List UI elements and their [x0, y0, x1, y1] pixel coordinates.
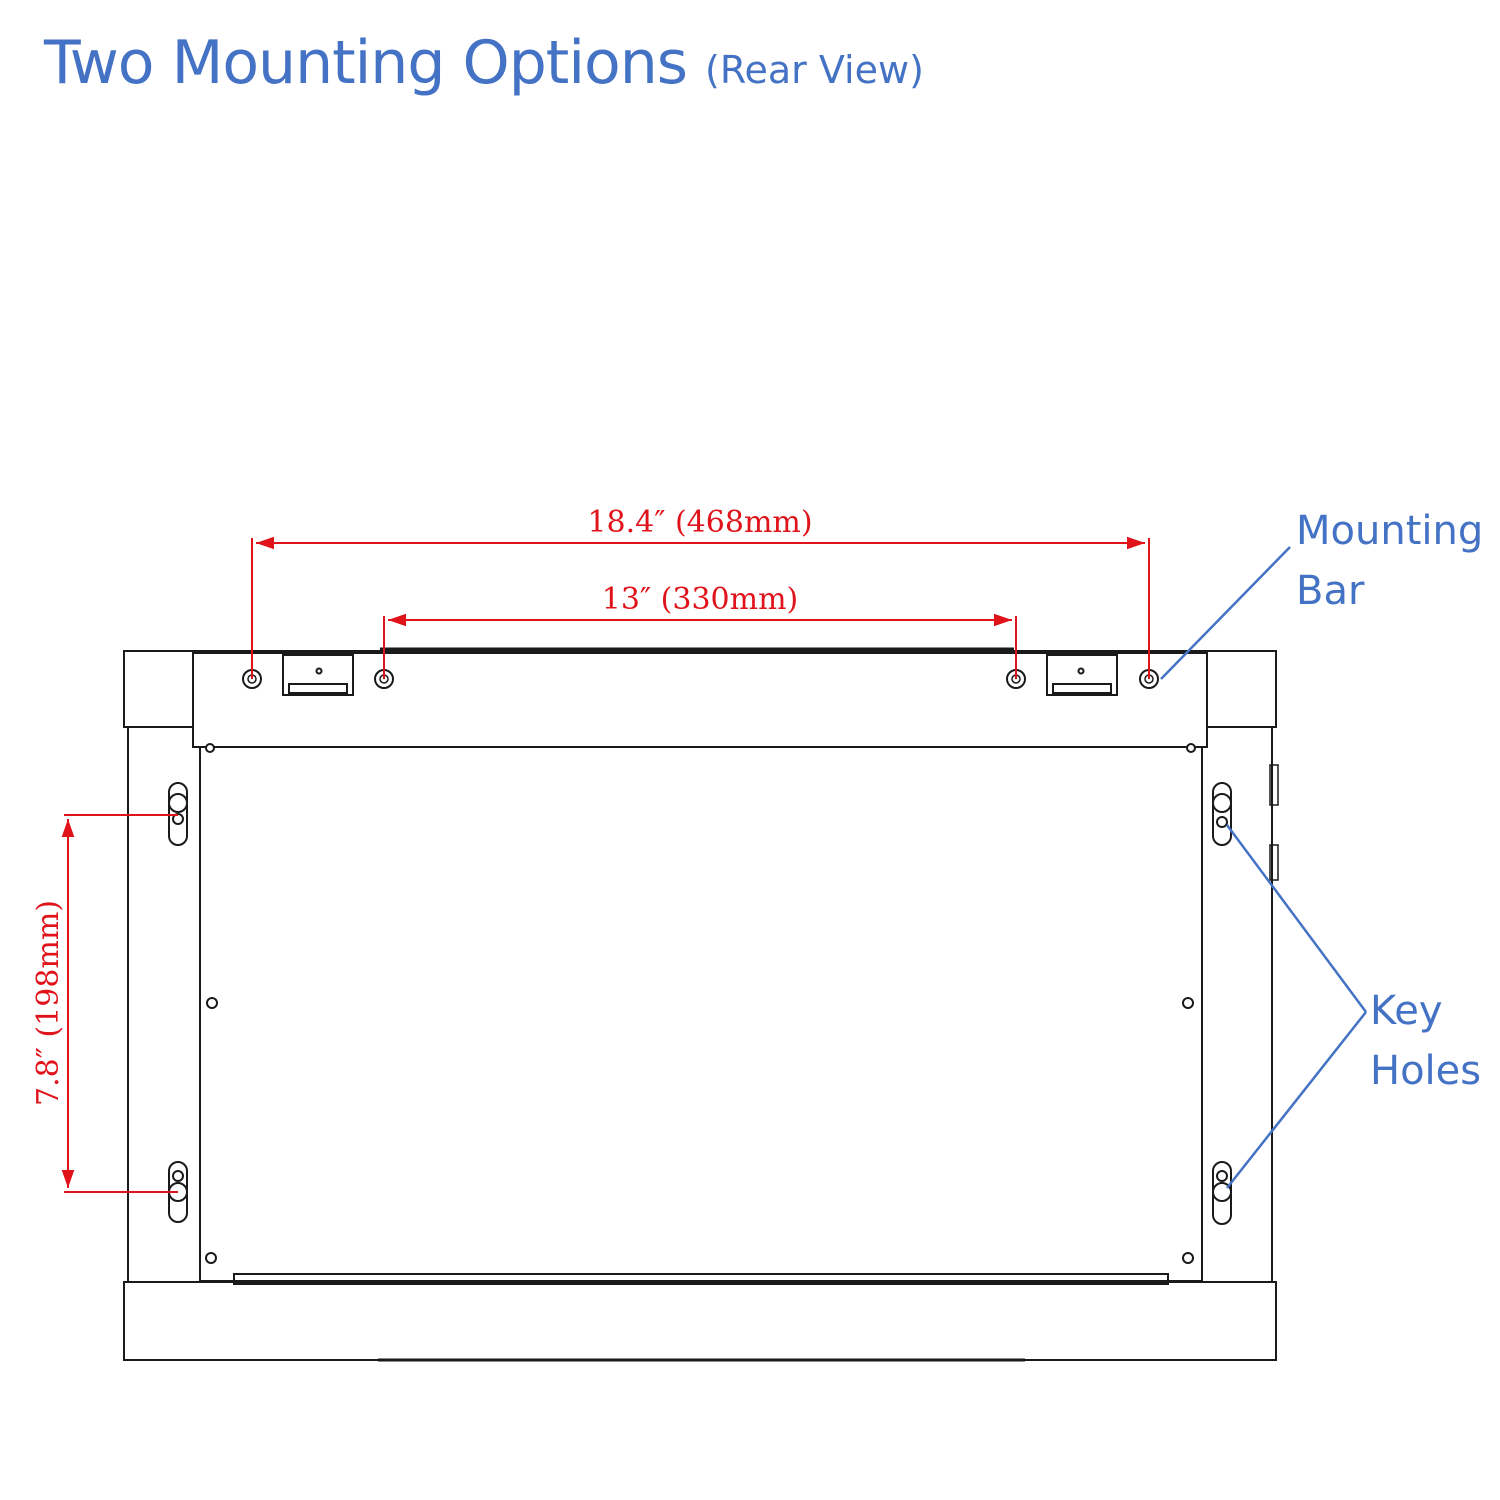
rear-panel	[199, 745, 1203, 1282]
title-main: Two Mounting Options	[44, 28, 688, 98]
dimension-inner-holes: 13″ (330mm)	[383, 582, 1017, 679]
panel-screws	[205, 743, 1196, 1264]
bottom-rail	[123, 1281, 1277, 1361]
key-hole-right-bottom	[1212, 1161, 1232, 1225]
callout-key-holes: Key Holes	[1225, 824, 1481, 1189]
dimension-key-label: 7.8″ (198mm)	[31, 900, 66, 1106]
title-subtitle: (Rear View)	[705, 48, 924, 92]
callout-mounting-bar: Mounting Bar	[1160, 508, 1483, 680]
dimension-outer-holes: 18.4″ (468mm)	[251, 505, 1150, 679]
callout-key-holes-line1: Key	[1370, 988, 1443, 1034]
mounting-bar	[192, 647, 1208, 748]
callout-mounting-bar-line1: Mounting	[1296, 508, 1483, 554]
dimension-key-holes: 7.8″ (198mm)	[31, 814, 178, 1193]
dimension-outer-label: 18.4″ (468mm)	[587, 505, 812, 540]
page-title: Two Mounting Options (Rear View)	[44, 28, 924, 98]
key-holes	[168, 782, 1232, 1225]
key-hole-right-top	[1212, 782, 1232, 846]
callout-mounting-bar-line2: Bar	[1296, 568, 1365, 614]
dimension-inner-label: 13″ (330mm)	[602, 582, 798, 617]
hanger-bracket-left	[282, 654, 354, 696]
cabinet-frame	[123, 650, 1279, 1362]
hanger-bracket-right	[1046, 654, 1118, 696]
callout-key-holes-line2: Holes	[1370, 1048, 1481, 1094]
